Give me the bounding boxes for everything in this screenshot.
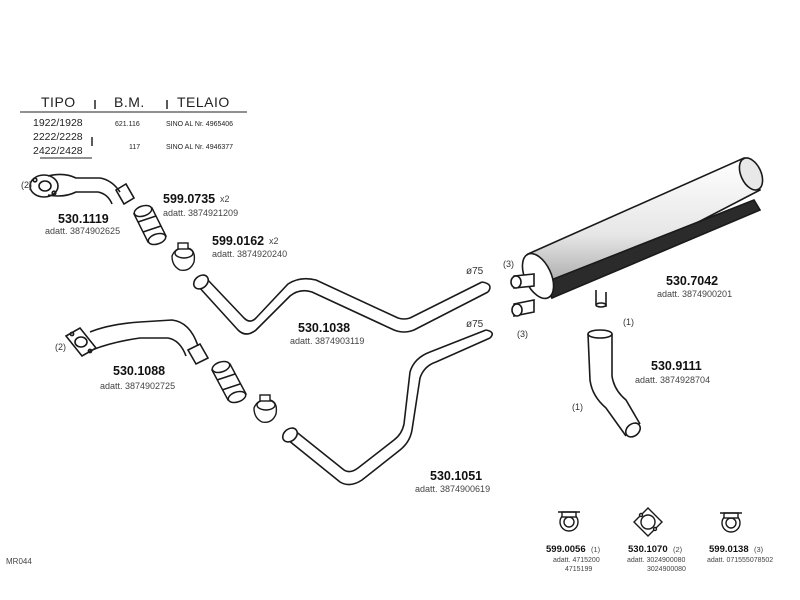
part-adatt-599-0735: adatt. 3874921209: [163, 208, 239, 218]
row1-bm: 621.116: [115, 121, 140, 128]
row3-tipo: 2422/2428: [33, 145, 83, 157]
part-adatt-530-1119: adatt. 3874902625: [45, 226, 121, 236]
callout-1-upper: (1): [623, 317, 634, 327]
part-qty-599-0735: x2: [220, 194, 230, 204]
pipe-530-1088: [64, 319, 210, 366]
part-code-599-0138: 599.0138: [709, 544, 749, 555]
sleeve-599-0735: [132, 204, 168, 246]
header-bm: B.M.: [114, 94, 145, 110]
part-adatt-599-0138: adatt. 071555078502: [707, 557, 774, 564]
diameter-label-lower: ø75: [466, 319, 484, 330]
muffler-530-7042: [510, 156, 764, 317]
part-code-599-0162: 599.0162: [212, 234, 265, 248]
pipe-530-1119: [29, 173, 136, 206]
part-adatt-530-1038: adatt. 3874903119: [290, 336, 365, 346]
callout-2-upper: (2): [21, 180, 32, 190]
callout-1-lower: (1): [572, 402, 583, 412]
callout-3-lower: (3): [517, 329, 528, 339]
row3-telaio: SINO AL Nr. 4946377: [166, 144, 234, 151]
clamp-599-0162: [171, 242, 196, 272]
part-extra-530-1070: 3024900080: [647, 566, 686, 573]
row3-bm: 117: [129, 144, 141, 151]
part-ref-599-0138: (3): [754, 545, 764, 554]
part-code-530-7042: 530.7042: [666, 274, 719, 288]
part-ref-599-0056: (1): [591, 545, 601, 554]
table-rules: [20, 100, 247, 159]
sheet-id: MR044: [6, 557, 32, 566]
clamp-lower: [253, 394, 278, 424]
callout-2-lower: (2): [55, 342, 66, 352]
part-code-530-9111: 530.9111: [651, 359, 702, 373]
part-adatt-530-1070: adatt. 3024900080: [627, 557, 686, 564]
sleeve-lower: [210, 360, 248, 404]
flange-530-1070: [633, 507, 663, 537]
tailpipe-530-9111: [587, 329, 642, 438]
part-code-530-1119: 530.1119: [58, 212, 109, 226]
part-code-599-0056: 599.0056: [546, 544, 586, 555]
part-extra-599-0056: 4715199: [565, 566, 593, 573]
part-adatt-530-1051: adatt. 3874900619: [415, 484, 491, 494]
part-adatt-530-1088: adatt. 3874902725: [100, 381, 176, 391]
header-telaio: TELAIO: [177, 94, 230, 110]
part-ref-530-1070: (2): [673, 545, 683, 554]
clamp-599-0138: [720, 512, 742, 533]
pipe-530-1051: [281, 329, 494, 486]
part-adatt-530-7042: adatt. 3874900201: [657, 289, 733, 299]
part-adatt-530-9111: adatt. 3874928704: [635, 375, 711, 385]
pipe-530-1038: [192, 274, 491, 335]
clamp-599-0056: [558, 511, 580, 532]
part-code-530-1070: 530.1070: [628, 544, 668, 555]
row2-tipo: 2222/2228: [33, 131, 83, 143]
part-code-599-0735: 599.0735: [163, 192, 216, 206]
part-code-530-1088: 530.1088: [113, 364, 166, 378]
part-code-530-1051: 530.1051: [430, 469, 483, 483]
callout-3-upper: (3): [503, 259, 514, 269]
part-adatt-599-0056: adatt. 4715200: [553, 557, 600, 564]
row1-telaio: SINO AL Nr. 4965406: [166, 121, 234, 128]
part-adatt-599-0162: adatt. 3874920240: [212, 249, 288, 259]
part-qty-599-0162: x2: [269, 236, 279, 246]
part-code-530-1038: 530.1038: [298, 321, 351, 335]
row1-tipo: 1922/1928: [33, 117, 83, 129]
header-tipo: TIPO: [41, 94, 76, 110]
diameter-label-upper: ø75: [466, 266, 484, 277]
